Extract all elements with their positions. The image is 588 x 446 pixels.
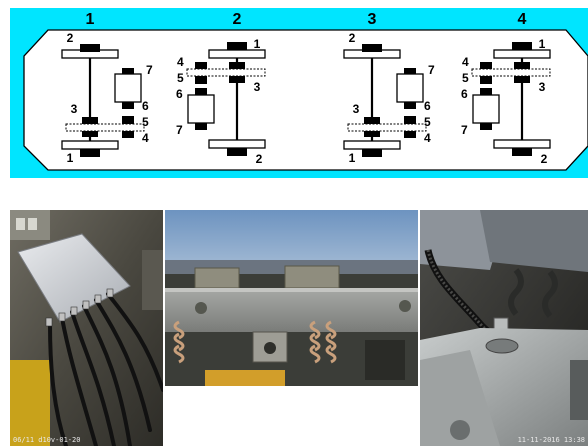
wheel-bottom-bearing — [362, 149, 382, 157]
traction-motor — [397, 74, 423, 102]
bogie-number: 1 — [86, 11, 95, 28]
motor-top-bearing — [195, 88, 207, 95]
cable-junction-box-photo: 06/11 d10v-01-20 — [10, 210, 163, 446]
label-motor-top: 7 — [428, 63, 435, 77]
gear-band — [66, 124, 144, 131]
wheel-bottom — [209, 140, 265, 148]
wheel-top-bearing — [227, 42, 247, 50]
label-top-wheel: 1 — [539, 37, 546, 51]
wheel-top — [209, 50, 265, 58]
axle-gear-lower-bearing — [364, 131, 380, 137]
wheel-top — [494, 50, 550, 58]
motor-bottom-bearing — [122, 102, 134, 109]
label-axle-gear: 3 — [254, 80, 261, 94]
label-motor-top: 7 — [146, 63, 153, 77]
gear-band — [187, 69, 265, 76]
label-motor-bottom: 6 — [142, 99, 149, 113]
wheel-bottom-bearing — [512, 148, 532, 156]
photo-timestamp: 11-11-2016 13:38 — [518, 436, 585, 444]
wheel-top-bearing — [80, 44, 100, 52]
pinion-block — [122, 116, 134, 124]
gear-band — [348, 124, 426, 131]
wheel-bottom-bearing — [227, 148, 247, 156]
bogie-number: 3 — [368, 11, 377, 28]
label-axle-gear: 3 — [353, 102, 360, 116]
axle-gear-lower-bearing — [229, 76, 245, 83]
label-motor-bottom: 7 — [176, 123, 183, 137]
traction-motor — [473, 95, 499, 123]
label-motor-top: 6 — [461, 87, 468, 101]
motor-bottom-bearing — [480, 123, 492, 130]
label-pinion-bearing: 4 — [177, 55, 184, 69]
label-pinion-bearing: 4 — [462, 55, 469, 69]
wheel-bottom-bearing — [80, 149, 100, 157]
wheel-bottom — [62, 141, 118, 149]
motor-top-bearing — [480, 88, 492, 95]
axle-gear-lower-bearing — [82, 131, 98, 137]
label-bottom-wheel: 2 — [541, 152, 548, 166]
label-axle-gear: 3 — [539, 80, 546, 94]
label-top-wheel: 1 — [254, 37, 261, 51]
axle-sensor-cable-photo: 11-11-2016 13:38 — [420, 210, 588, 446]
motor-bottom-bearing — [195, 123, 207, 130]
pinion-bearing — [122, 131, 134, 138]
label-bottom-wheel: 1 — [67, 151, 74, 165]
bogie-axle-schematic: 1 2 7 6 3 5 4 1 2 1 4 5 — [0, 0, 588, 185]
label-pinion-bearing: 4 — [142, 131, 149, 145]
label-top-wheel: 2 — [349, 31, 356, 45]
wheel-bottom — [344, 141, 400, 149]
motor-bottom-bearing — [404, 102, 416, 109]
label-motor-bottom: 7 — [461, 123, 468, 137]
wheel-top-bearing — [512, 42, 532, 50]
bogie-number: 4 — [518, 11, 527, 28]
traction-motor — [115, 74, 141, 102]
pinion-bearing — [480, 62, 492, 69]
pinion-bearing — [404, 131, 416, 138]
label-motor-top: 6 — [176, 87, 183, 101]
axle-gear-bearing — [514, 62, 530, 69]
label-pinion-bearing: 4 — [424, 131, 431, 145]
label-top-wheel: 2 — [67, 31, 74, 45]
axle-gear-bearing — [364, 117, 380, 124]
bogie-underframe-photo — [165, 210, 418, 386]
label-pinion: 5 — [142, 115, 149, 129]
traction-motor — [188, 95, 214, 123]
label-pinion: 5 — [177, 71, 184, 85]
motor-top-bearing — [122, 68, 134, 74]
bogie-number: 2 — [233, 11, 242, 28]
pinion-block — [404, 116, 416, 124]
pinion-block — [195, 76, 207, 84]
gear-band — [472, 69, 550, 76]
label-pinion: 5 — [462, 71, 469, 85]
pinion-bearing — [195, 62, 207, 69]
axle-gear-bearing — [229, 62, 245, 69]
motor-top-bearing — [404, 68, 416, 74]
axle-gear-lower-bearing — [514, 76, 530, 83]
pinion-block — [480, 76, 492, 84]
wheel-bottom — [494, 140, 550, 148]
label-motor-bottom: 6 — [424, 99, 431, 113]
label-bottom-wheel: 2 — [256, 152, 263, 166]
axle-gear-bearing — [82, 117, 98, 124]
label-axle-gear: 3 — [71, 102, 78, 116]
label-pinion: 5 — [424, 115, 431, 129]
photo-timestamp: 06/11 d10v-01-20 — [13, 436, 80, 444]
wheel-top-bearing — [362, 44, 382, 52]
label-bottom-wheel: 1 — [349, 151, 356, 165]
